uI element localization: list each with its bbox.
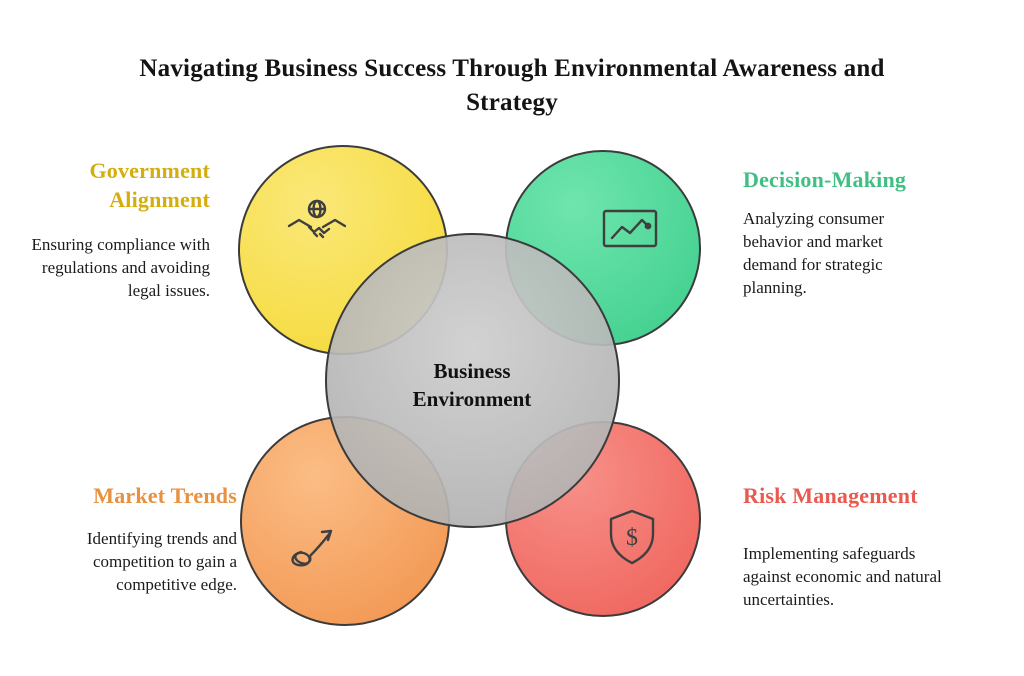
government-alignment-heading: Government Alignment xyxy=(89,158,210,212)
trend-arrow-icon xyxy=(285,514,349,572)
risk-management-heading: Risk Management xyxy=(743,483,918,508)
svg-text:$: $ xyxy=(626,525,638,551)
government-alignment-description: Ensuring compliance with regulations and… xyxy=(31,235,210,301)
market-trends-description: Identifying trends and competition to ga… xyxy=(86,529,237,595)
handshake-globe-icon xyxy=(285,198,349,252)
business-environment-circle xyxy=(325,233,620,528)
page-title: Navigating Business Success Through Envi… xyxy=(139,55,885,116)
line-chart-icon xyxy=(598,202,662,254)
decision-making-heading: Decision-Making xyxy=(743,167,907,192)
decision-making-description: Analyzing consumer behavior and market d… xyxy=(743,209,885,298)
risk-management-description: Implementing safeguards against economic… xyxy=(743,544,942,610)
market-trends-heading: Market Trends xyxy=(93,483,237,508)
shield-dollar-icon: $ xyxy=(600,506,664,568)
center-label: Business Environment xyxy=(412,359,532,412)
